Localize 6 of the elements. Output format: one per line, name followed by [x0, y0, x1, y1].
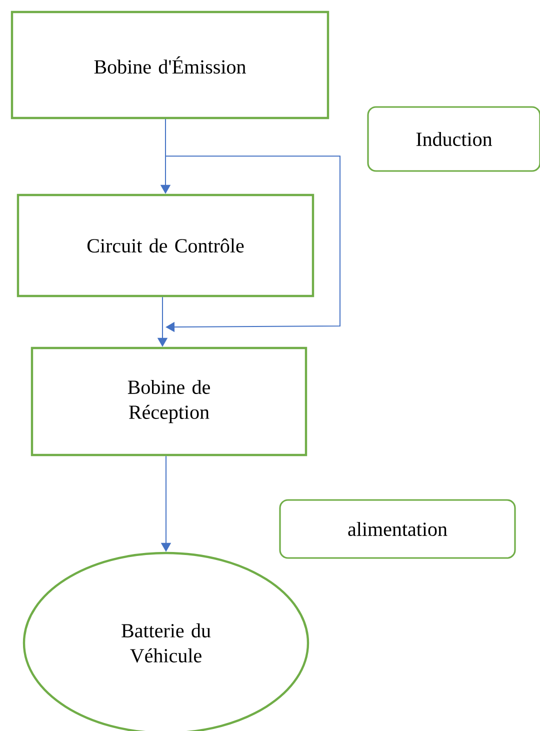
arrow: [165, 118, 340, 332]
process-box: Bobine d'Émission: [10, 10, 330, 120]
process-box: Circuit de Contrôle: [16, 194, 314, 298]
label-box: alimentation: [279, 499, 516, 559]
process-box: Bobine de Réception: [30, 346, 308, 456]
label-box: Induction: [367, 106, 540, 172]
